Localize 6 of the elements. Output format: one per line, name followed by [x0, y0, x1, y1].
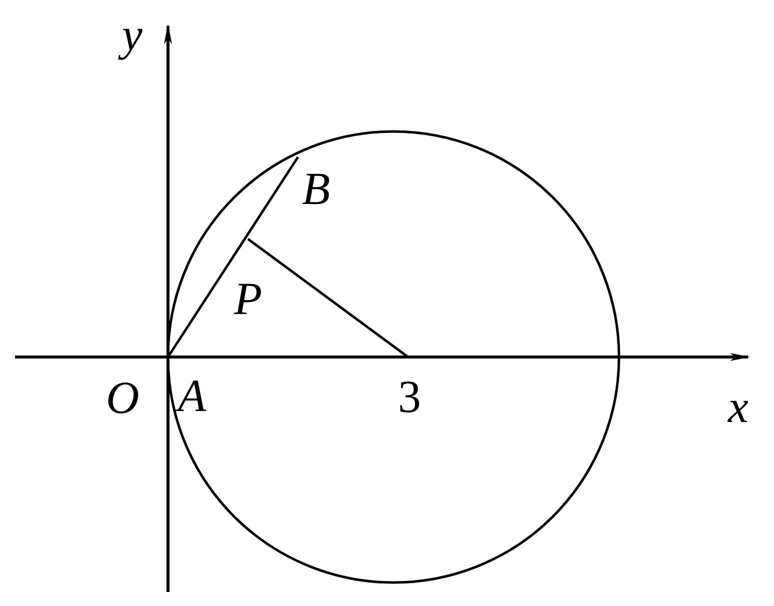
point-label: B — [302, 166, 330, 212]
point-label: P — [234, 276, 262, 322]
tick-label: 3 — [398, 374, 421, 420]
point-label: O — [106, 375, 140, 421]
point-label: A — [178, 373, 206, 419]
axis-label: x — [728, 384, 748, 430]
